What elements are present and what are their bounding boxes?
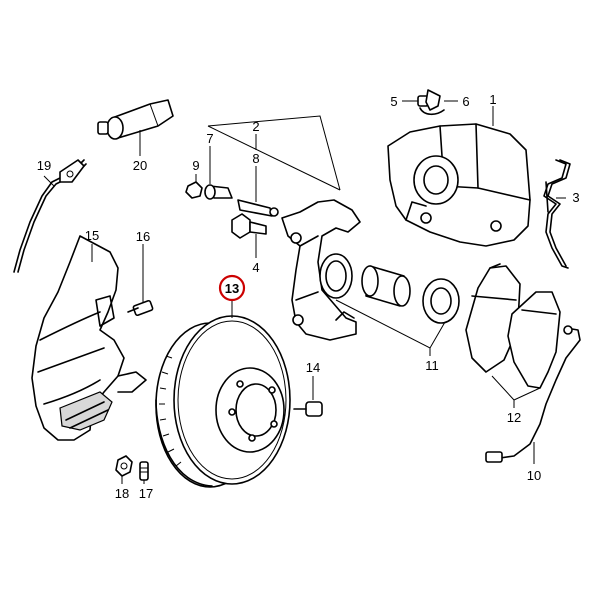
- label-12: 12: [507, 410, 521, 425]
- label-2: 2: [252, 119, 259, 134]
- part-4-bolt[interactable]: [231, 213, 267, 239]
- label-20: 20: [133, 158, 147, 173]
- label-3: 3: [572, 190, 579, 205]
- part-9-bolt-cap[interactable]: [185, 181, 203, 199]
- label-5: 5: [390, 94, 397, 109]
- label-7: 7: [206, 131, 213, 146]
- part-14-screw[interactable]: [293, 401, 323, 417]
- part-6-bleeder-cap[interactable]: [419, 89, 445, 116]
- label-19: 19: [37, 158, 51, 173]
- part-11-piston-set[interactable]: [319, 253, 460, 324]
- part-10-wear-sensor[interactable]: [485, 325, 581, 463]
- callout-line-2-left: [207, 125, 341, 191]
- label-16: 16: [136, 229, 150, 244]
- part-13-brake-disc[interactable]: [155, 315, 291, 488]
- part-12-brake-pads[interactable]: [465, 263, 561, 389]
- label-17: 17: [139, 486, 153, 501]
- part-2-caliper-carrier[interactable]: [281, 199, 361, 341]
- part-16-bolt[interactable]: [127, 299, 154, 317]
- label-1: 1: [489, 92, 496, 107]
- part-18-nut[interactable]: [115, 455, 133, 477]
- label-11: 11: [425, 358, 439, 373]
- label-18: 18: [115, 486, 129, 501]
- label-10: 10: [527, 468, 541, 483]
- part-8-guide-bolt[interactable]: [237, 199, 279, 217]
- label-15: 15: [85, 228, 99, 243]
- label-14: 14: [306, 360, 320, 375]
- label-6: 6: [462, 94, 469, 109]
- part-7-guide-sleeve[interactable]: [204, 184, 233, 200]
- part-17-stud[interactable]: [139, 461, 149, 481]
- label-9: 9: [192, 158, 199, 173]
- part-15-splash-shield[interactable]: [31, 235, 147, 441]
- label-4: 4: [252, 260, 259, 275]
- highlight-ring: [218, 274, 246, 302]
- callout-line-2: [207, 115, 341, 191]
- part-20-grease-tube[interactable]: [97, 99, 174, 140]
- part-19-wire-bracket[interactable]: [13, 159, 87, 273]
- label-13: 13: [225, 281, 239, 296]
- part-3-spring-clip[interactable]: [543, 159, 571, 269]
- label-8: 8: [252, 151, 259, 166]
- part-1-caliper-housing[interactable]: [387, 123, 531, 247]
- callout-line-19: [43, 175, 55, 187]
